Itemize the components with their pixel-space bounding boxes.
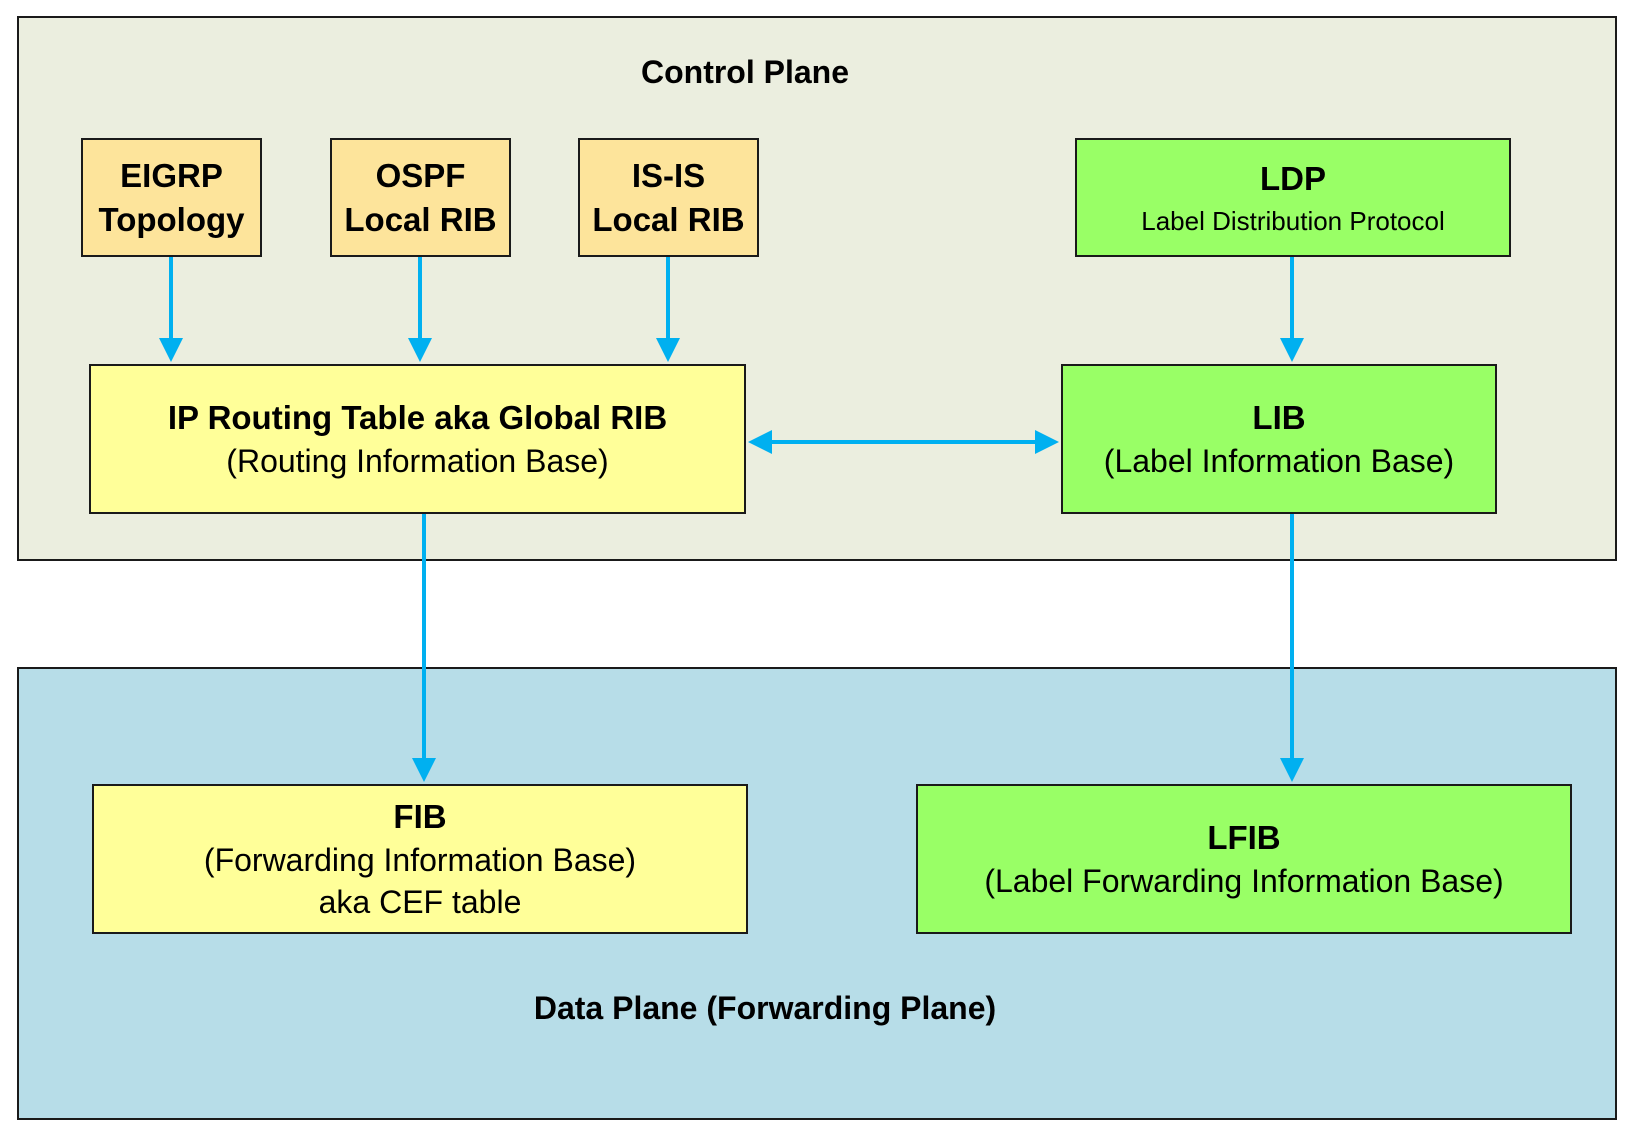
eigrp-subtitle: Topology xyxy=(98,200,245,238)
ldp-subtitle: Label Distribution Protocol xyxy=(1141,206,1445,237)
lib-subtitle: (Label Information Base) xyxy=(1103,442,1455,479)
ospf-subtitle: Local RIB xyxy=(344,200,497,238)
lfib-subtitle: (Label Forwarding Information Base) xyxy=(984,862,1504,899)
fib-aka: aka CEF table xyxy=(318,883,522,920)
control-plane-title: Control Plane xyxy=(640,54,849,90)
ospf-title: OSPF xyxy=(375,156,466,194)
lib-title: LIB xyxy=(1252,399,1306,437)
data-plane-title: Data Plane (Forwarding Plane) xyxy=(533,990,997,1026)
isis-title: IS-IS xyxy=(631,156,706,194)
ip-routing-table-box: IP Routing Table aka Global RIB (Routing… xyxy=(89,364,746,514)
lfib-box: LFIB (Label Forwarding Information Base) xyxy=(916,784,1572,934)
isis-local-rib-box: IS-IS Local RIB xyxy=(578,138,759,257)
eigrp-topology-box: EIGRP Topology xyxy=(81,138,262,257)
rib-subtitle: (Routing Information Base) xyxy=(226,442,609,479)
fib-box: FIB (Forwarding Information Base) aka CE… xyxy=(92,784,748,934)
ldp-box: LDP Label Distribution Protocol xyxy=(1075,138,1511,257)
isis-subtitle: Local RIB xyxy=(592,200,745,238)
ospf-local-rib-box: OSPF Local RIB xyxy=(330,138,511,257)
lib-box: LIB (Label Information Base) xyxy=(1061,364,1497,514)
lfib-title: LFIB xyxy=(1207,819,1281,857)
fib-subtitle: (Forwarding Information Base) xyxy=(203,841,637,878)
ldp-title: LDP xyxy=(1260,159,1326,197)
rib-title: IP Routing Table aka Global RIB xyxy=(167,399,668,437)
fib-title: FIB xyxy=(393,797,447,835)
eigrp-title: EIGRP xyxy=(120,156,223,194)
